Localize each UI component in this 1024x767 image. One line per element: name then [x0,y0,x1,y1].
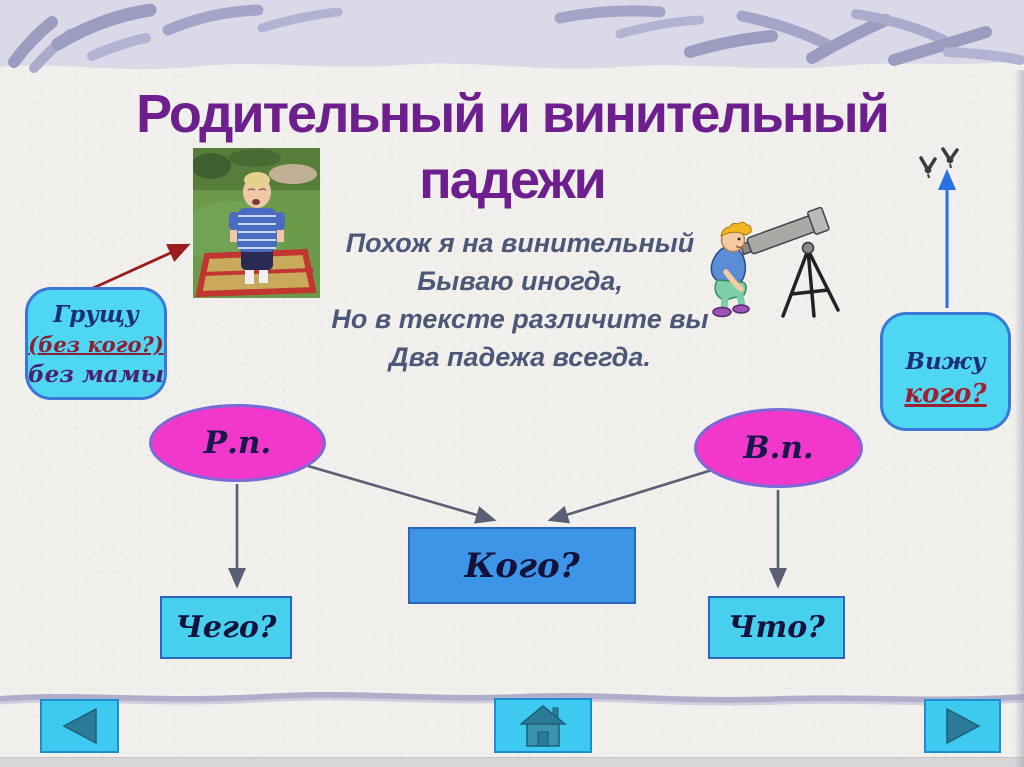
accusative-case-ellipse: В.п. [694,408,863,488]
left-callout-answer: без мамы [28,361,164,388]
left-arrow-icon [61,707,97,745]
right-callout-box: Вижу кого? [880,312,1011,431]
crying-toddler-photo [193,148,320,298]
right-edge-shadow [1014,70,1024,767]
poem-line-3: Но в тексте различите вы [331,304,709,334]
accusative-question-box: Что? [708,596,845,659]
poem-line-4: Два падежа всегда. [389,342,651,372]
back-button[interactable] [40,699,119,753]
telescope-boy-clipart [710,206,840,318]
right-callout-word: Вижу [905,348,986,375]
genitive-case-ellipse: Р.п. [149,404,326,482]
poem-line-1: Похож я на винительный [345,228,695,258]
left-callout-box: Грущу (без кого?) без мамы [25,287,167,400]
left-callout-word: Грущу [53,301,139,328]
genitive-case-label: Р.п. [203,425,272,461]
right-arrow-icon [945,707,981,745]
slide-title-line2: падежи [419,150,607,210]
birds-icon [919,147,959,179]
genitive-question-box: Чего? [160,596,292,659]
bottom-edge-strip [0,757,1024,767]
shared-question-label: Кого? [464,545,580,586]
shared-question-box: Кого? [408,527,636,604]
slide-title-line1: Родительный и винительный [136,84,890,144]
home-icon [518,704,568,747]
top-decorative-band [0,0,1024,73]
next-button[interactable] [924,699,1001,753]
right-callout-question: кого? [904,379,987,409]
accusative-case-label: В.п. [743,430,814,466]
home-button[interactable] [494,698,592,753]
poem-line-2: Бываю иногда, [417,266,623,296]
accusative-question-label: Что? [728,610,825,645]
poem-block: Похож я на винительный Бываю иногда, Но … [300,224,740,376]
left-callout-question: (без кого?) [28,332,164,357]
genitive-question-label: Чего? [175,610,277,645]
